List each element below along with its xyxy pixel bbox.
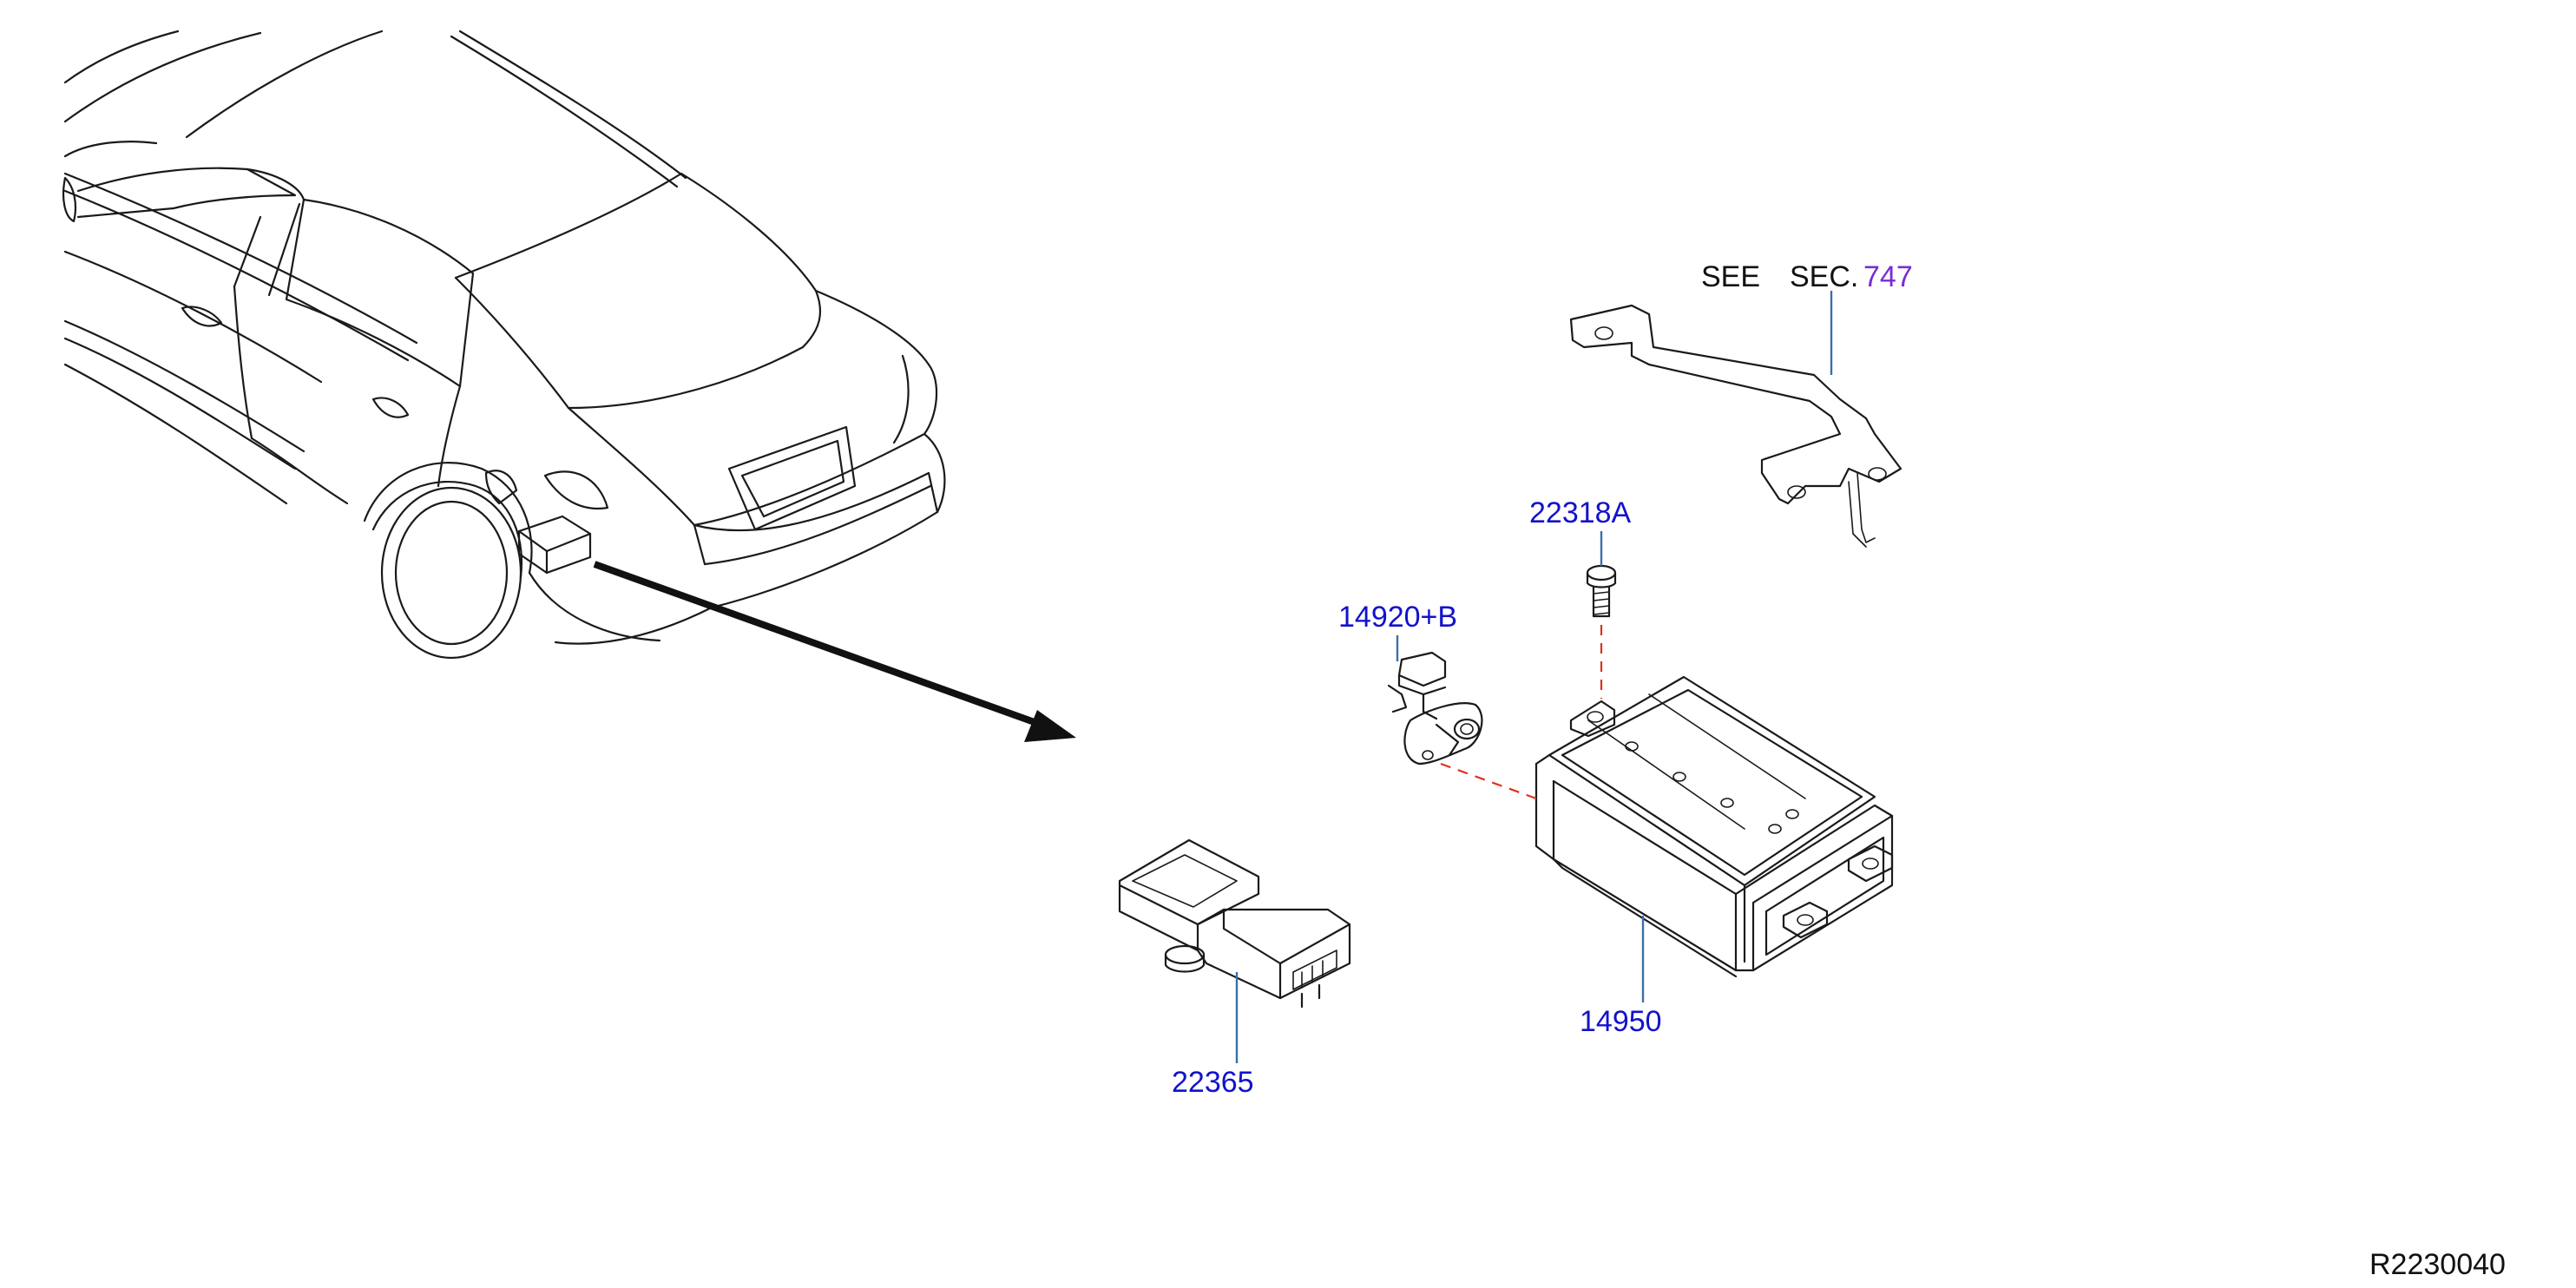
part-label-22318a[interactable]: 22318A bbox=[1529, 496, 1632, 529]
part-label-14920b[interactable]: 14920+B bbox=[1338, 601, 1457, 634]
sec-text: SEC. bbox=[1790, 260, 1858, 293]
vehicle-illustration bbox=[62, 30, 946, 660]
part-label-22365[interactable]: 22365 bbox=[1172, 1066, 1254, 1099]
part-label-14950[interactable]: 14950 bbox=[1580, 1005, 1662, 1038]
see-text: SEE bbox=[1701, 260, 1760, 293]
purge-valve-part bbox=[1387, 651, 1483, 766]
canister-bracket bbox=[1569, 304, 1902, 548]
bolt-part bbox=[1586, 564, 1617, 618]
diagram-code: R2230040 bbox=[2369, 1248, 2506, 1281]
location-arrow bbox=[593, 561, 1076, 742]
valve-guide-line bbox=[1440, 762, 1537, 800]
section-link-747[interactable]: 747 bbox=[1863, 260, 1913, 293]
evap-canister-part bbox=[1534, 675, 1894, 978]
pressure-sensor-part bbox=[1118, 838, 1351, 1009]
